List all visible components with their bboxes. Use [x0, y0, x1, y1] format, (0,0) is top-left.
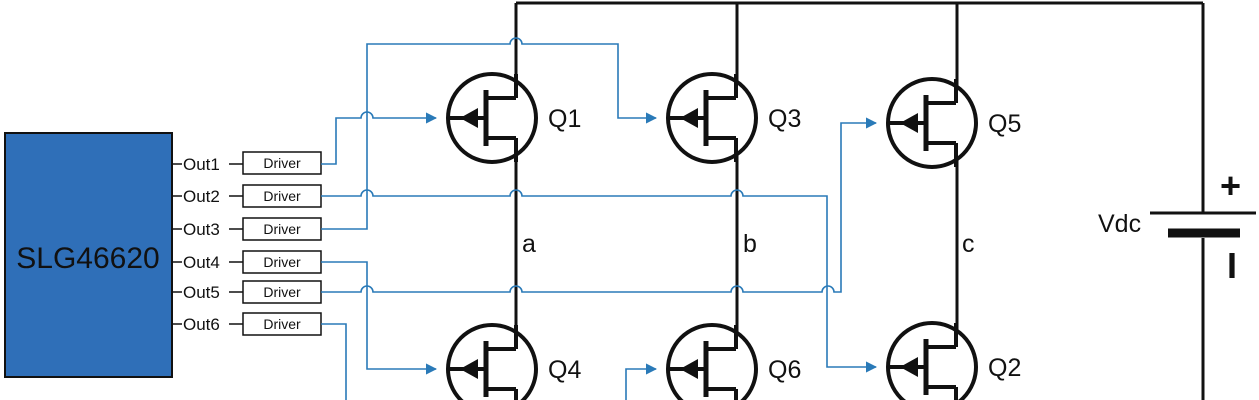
transistor-q4: Q4: [446, 323, 581, 400]
transistor-q1: Q1: [446, 72, 581, 164]
output-pins: [172, 163, 243, 325]
output-label-out4: Out4: [183, 253, 220, 272]
phase-label-a: a: [522, 230, 536, 258]
transistor-q6: Q6: [666, 323, 801, 400]
transistor-q5: Q5: [886, 77, 1021, 169]
signal-wire-out5: [321, 117, 878, 293]
phase-label-c: c: [962, 230, 975, 258]
transistor-label-q5: Q5: [988, 110, 1021, 138]
transistor-label-q1: Q1: [548, 105, 581, 133]
battery-symbol: [1150, 211, 1256, 238]
driver-label-5: Driver: [263, 284, 301, 300]
transistor-label-q6: Q6: [768, 356, 801, 384]
supply-plus-sign: +: [1220, 165, 1241, 206]
output-label-out5: Out5: [183, 283, 220, 302]
transistor-label-q3: Q3: [768, 105, 801, 133]
power-rails: [514, 1, 1205, 400]
gate-signal-wires: [321, 37, 878, 400]
output-label-out6: Out6: [183, 315, 220, 334]
signal-wire-q6-gate: [625, 363, 658, 400]
signal-wire-out1: [321, 111, 438, 165]
transistor-label-q4: Q4: [548, 356, 581, 384]
driver-box-1: [242, 151, 322, 175]
driver-label-2: Driver: [263, 188, 301, 204]
controller-label: SLG46620: [16, 242, 159, 275]
controller-chip: [4, 132, 173, 378]
driver-label-1: Driver: [263, 155, 301, 171]
signal-wire-out4: [321, 261, 438, 375]
driver-boxes: [242, 151, 322, 336]
supply-label: Vdc: [1098, 210, 1141, 238]
driver-label-3: Driver: [263, 221, 301, 237]
signal-wire-out3: [321, 37, 658, 230]
signal-wire-out6: [321, 323, 347, 400]
signal-wire-out2: [321, 189, 878, 373]
output-label-out2: Out2: [183, 187, 220, 206]
supply-minus-sign: I: [1227, 245, 1237, 286]
driver-label-4: Driver: [263, 254, 301, 270]
transistor-label-q2: Q2: [988, 354, 1021, 382]
driver-label-6: Driver: [263, 316, 301, 332]
transistor-q2: Q2: [886, 321, 1021, 400]
output-label-out3: Out3: [183, 220, 220, 239]
transistor-q3: Q3: [666, 72, 801, 164]
output-label-out1: Out1: [183, 155, 220, 174]
phase-label-b: b: [743, 230, 757, 258]
